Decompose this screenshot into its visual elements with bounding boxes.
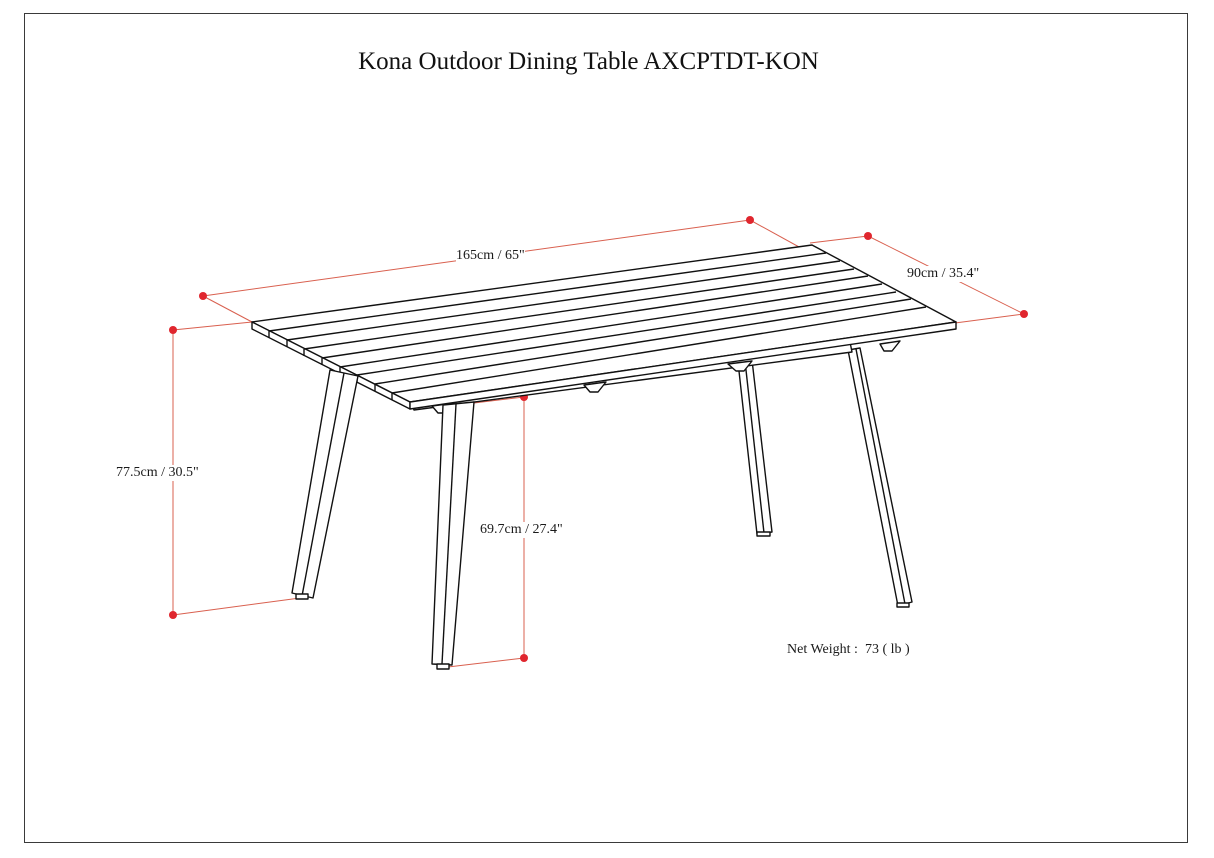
drawing-frame xyxy=(24,13,1188,843)
table-outline xyxy=(251,244,957,670)
dimension-endpoints xyxy=(169,216,1028,662)
width-dimension-label: 90cm / 35.4" xyxy=(907,266,980,282)
height-dimension-label: 77.5cm / 30.5" xyxy=(116,465,199,481)
diagram-title: Kona Outdoor Dining Table AXCPTDT-KON xyxy=(358,48,819,75)
net-weight-unit: ( lb ) xyxy=(882,642,910,657)
net-weight-value: 73 xyxy=(864,642,879,657)
length-dimension-label: 165cm / 65" xyxy=(456,248,525,264)
net-weight: Net Weight : 73 ( lb ) xyxy=(787,642,910,658)
clearance-dimension-label: 69.7cm / 27.4" xyxy=(480,522,563,538)
net-weight-label: Net Weight : xyxy=(787,642,858,657)
